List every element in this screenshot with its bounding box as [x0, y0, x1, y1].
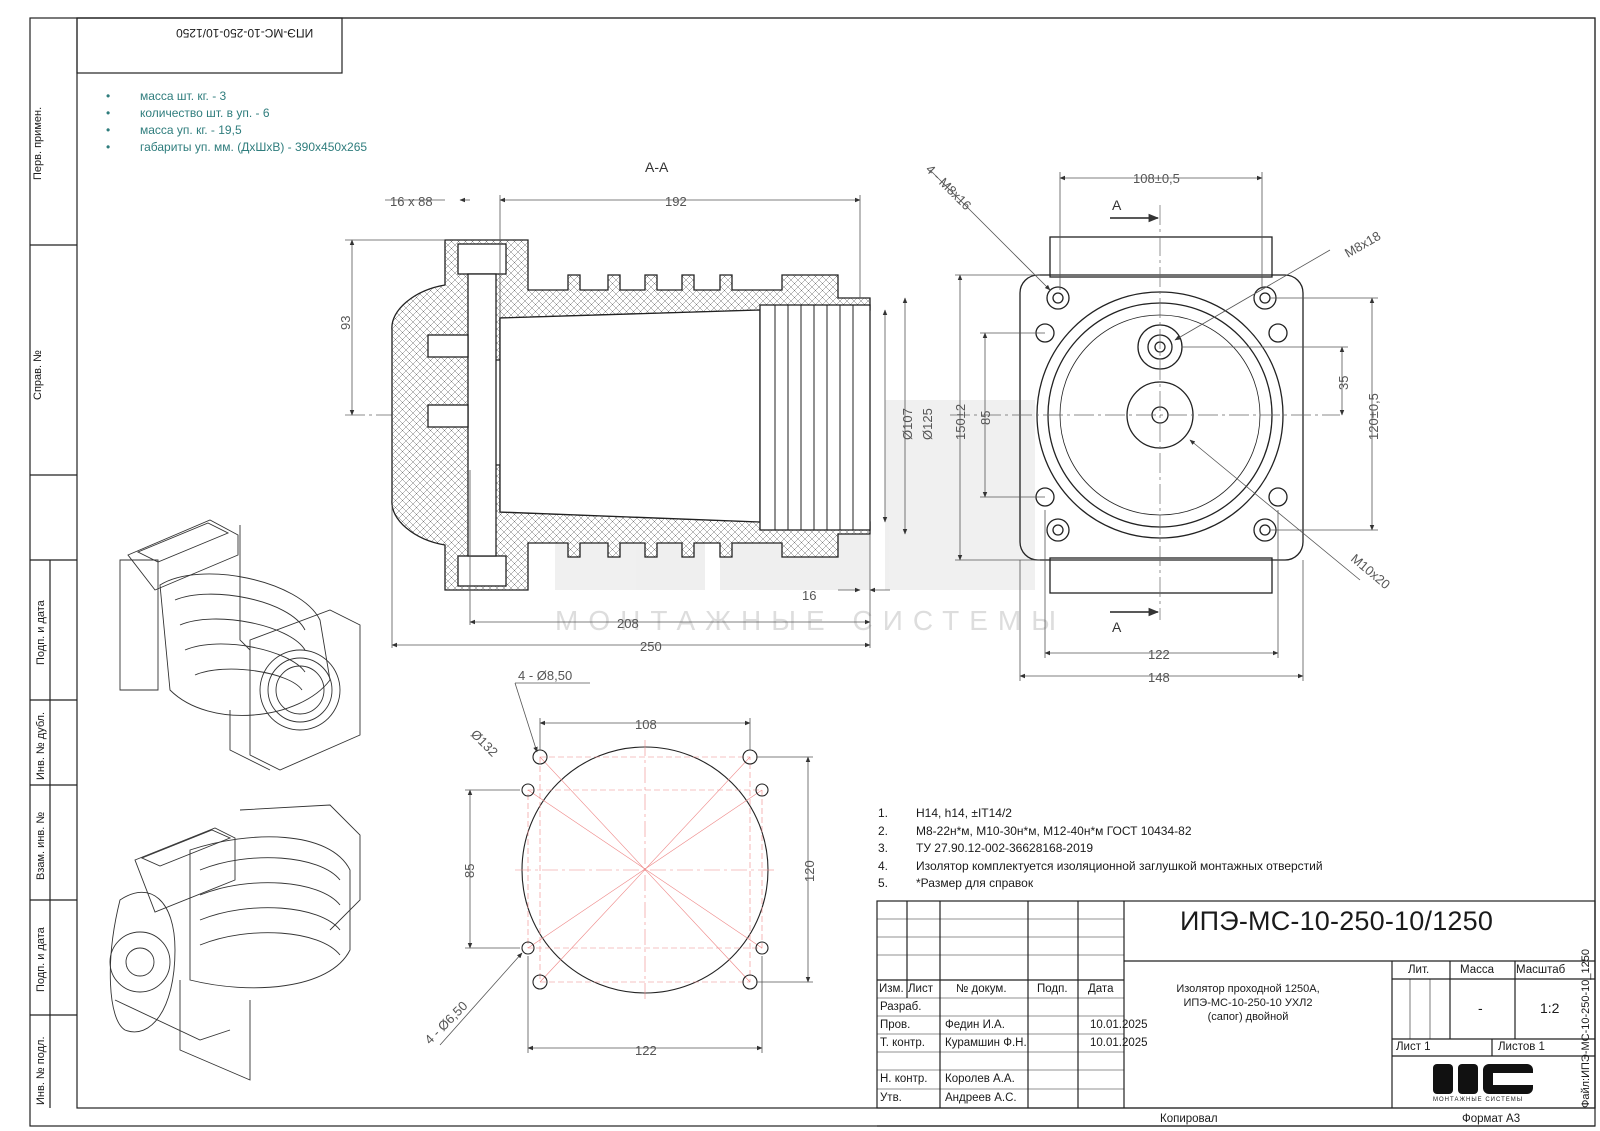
side-label-podp2: Подп. и дата	[35, 927, 47, 992]
front-dimensions	[929, 169, 1378, 681]
section-arrow-top: А	[1112, 197, 1122, 213]
dim-m10x20: M10x20	[1348, 551, 1393, 592]
format-label: Формат A3	[1462, 1113, 1521, 1125]
role-utv: Утв.	[880, 1092, 902, 1104]
dim-125: Ø125	[920, 408, 935, 440]
dim-122-template: 122	[635, 1043, 657, 1058]
header-sign: Подп.	[1037, 983, 1068, 995]
isometric-view-1	[119, 519, 361, 771]
dim-108: 108±0,5	[1133, 171, 1180, 186]
title-block-grid	[876, 900, 1596, 1127]
side-label-sprav: Справ. №	[32, 350, 44, 400]
mirrored-code: ИПЭ-МС-10-250-10/1250	[176, 26, 314, 40]
technical-notes: 1.H14, h14, ±IT14/2 2.M8-22н*м, M10-30н*…	[878, 805, 1323, 893]
date-prov: 10.01.2025	[1090, 1019, 1148, 1031]
mass-value: -	[1478, 1000, 1483, 1016]
front-view	[950, 205, 1340, 620]
dim-d132: Ø132	[468, 727, 501, 760]
note-item: 2.M8-22н*м, M10-30н*м, M12-40н*м ГОСТ 10…	[878, 823, 1192, 838]
header-izm: Изм.	[879, 983, 904, 995]
spec-item: масса шт. кг. - 3	[106, 88, 367, 105]
name-tkontr: Курамшин Ф.Н.	[945, 1037, 1027, 1049]
dim-m8x18: M8x18	[1342, 228, 1383, 261]
spec-item: масса уп. кг. - 19,5	[106, 122, 367, 139]
dim-4-d650: 4 - Ø6,50	[422, 998, 471, 1047]
role-tkontr: Т. контр.	[880, 1037, 925, 1049]
dim-108-template: 108	[635, 717, 657, 732]
dim-122-front: 122	[1148, 647, 1170, 662]
scale-label: Масштаб	[1516, 964, 1566, 976]
dim-35: 35	[1336, 376, 1351, 390]
dim-85-template: 85	[462, 864, 477, 878]
note-item: 4.Изолятор комплектуется изоляционной за…	[878, 858, 1323, 873]
role-prov: Пров.	[880, 1019, 911, 1031]
dim-93: 93	[338, 316, 353, 330]
dim-250: 250	[640, 639, 662, 654]
logo-subtitle: МОНТАЖНЫЕ СИСТЕМЫ	[1433, 1097, 1524, 1103]
section-arrow-bottom: А	[1112, 619, 1122, 635]
section-dimensions	[345, 195, 908, 648]
dim-16: 16	[802, 588, 816, 603]
file-label: Файл:ИПЭ-МС-10-250-10_1250	[1580, 949, 1592, 1108]
mounting-template	[515, 740, 775, 1000]
date-tkontr: 10.01.2025	[1090, 1037, 1148, 1049]
sheets-label: Листов 1	[1498, 1041, 1545, 1053]
side-label-vzam: Взам. инв. №	[35, 811, 47, 880]
template-dimensions	[439, 682, 813, 1053]
section-view	[345, 239, 871, 591]
dim-85: 85	[978, 411, 993, 425]
header-date: Дата	[1088, 983, 1114, 995]
dim-120: 120±0,5	[1366, 393, 1381, 440]
dim-120-template: 120	[802, 860, 817, 882]
name-prov: Федин И.А.	[945, 1019, 1005, 1031]
header-list: Лист	[908, 983, 933, 995]
spec-list: масса шт. кг. - 3 количество шт. в уп. -…	[106, 88, 367, 156]
side-label-perv: Перв. примен.	[32, 106, 44, 180]
section-arrows	[1110, 213, 1160, 617]
note-item: 3.ТУ 27.90.12-002-36628168-2019	[878, 841, 1094, 855]
note-item: 5.*Размер для справок	[878, 876, 1034, 890]
side-label-inv-dubl: Инв. № дубл.	[35, 711, 47, 780]
spec-item: количество шт. в уп. - 6	[106, 105, 367, 122]
dim-16x88: 16 x 88	[390, 194, 433, 209]
dim-4-d850: 4 - Ø8,50	[518, 668, 572, 683]
sheet-label: Лист 1	[1396, 1041, 1431, 1053]
dim-208: 208	[617, 616, 639, 631]
header-doc: № докум.	[956, 983, 1007, 995]
name-nkontr: Королев А.А.	[945, 1073, 1015, 1085]
scale-value: 1:2	[1540, 1000, 1560, 1016]
dim-4-m8x16: 4 - M8x16	[923, 162, 974, 213]
name-utv: Андреев А.С.	[945, 1092, 1017, 1104]
dim-150: 150±2	[953, 404, 968, 440]
spec-item: габариты уп. мм. (ДхШхВ) - 390x450x265	[106, 139, 367, 156]
designation-title: ИПЭ-МС-10-250-10/1250	[1180, 906, 1494, 936]
product-description: Изолятор проходной 1250А, ИПЭ-МС-10-250-…	[1176, 983, 1320, 1023]
role-nkontr: Н. контр.	[880, 1073, 928, 1085]
note-item: 1.H14, h14, ±IT14/2	[878, 806, 1012, 820]
mirrored-code-box: ИПЭ-МС-10-250-10/1250	[80, 20, 340, 70]
side-label-inv-podl: Инв. № подл.	[35, 1036, 47, 1105]
dim-107: Ø107	[900, 408, 915, 440]
lit-label: Лит.	[1408, 964, 1430, 976]
copied-label: Копировал	[1160, 1113, 1218, 1125]
mass-label: Масса	[1460, 964, 1495, 976]
side-label-podp1: Подп. и дата	[35, 600, 47, 665]
dim-148: 148	[1148, 670, 1170, 685]
role-razrab: Разраб.	[880, 1001, 922, 1013]
section-title: А-А	[645, 159, 669, 175]
company-logo	[1433, 1064, 1533, 1094]
sheet-frame	[29, 17, 1596, 1127]
isometric-view-2	[109, 804, 361, 1081]
dim-192: 192	[665, 194, 687, 209]
